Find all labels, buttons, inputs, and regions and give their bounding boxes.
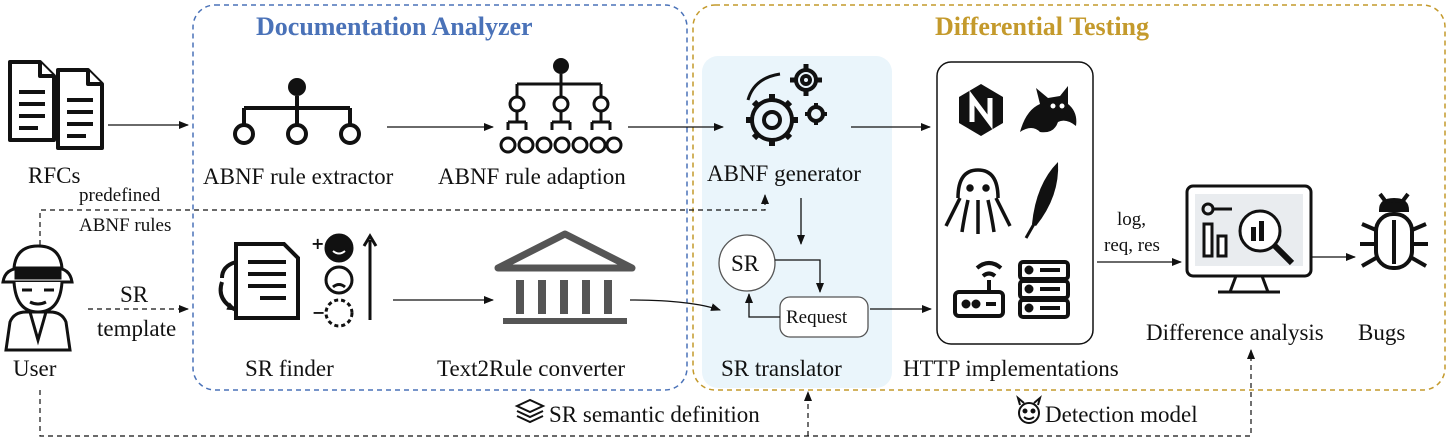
sr-node [718,234,776,292]
text2rule-to-sr-arrow [629,299,721,311]
gears-icon [746,64,827,146]
router-icon [953,261,1005,318]
layers-icon [514,398,546,424]
flow-arrows [108,121,1356,318]
documents-icon [8,60,104,150]
differential-testing-frame [692,4,1446,391]
log-label: log, [1117,209,1147,230]
devil-face-icon [1016,395,1042,424]
user-spy-icon [1,244,74,352]
abnf-rule-adaption-label: ABNF rule adaption [438,164,626,189]
svg-text:−: − [312,303,325,322]
smiley-ranking-icon: + − [311,233,378,328]
documentation-analyzer-frame [192,4,688,391]
sr-input-label: SR [120,282,149,307]
http-implementations-label: HTTP implementations [903,356,1119,381]
sr-translator-panel [702,56,892,388]
sr-finder-label: SR finder [245,356,334,381]
difference-analysis-label: Difference analysis [1146,320,1324,345]
sr-translator-label: SR translator [721,356,842,381]
server-icon [1018,260,1070,319]
document-arrows-icon [218,242,300,320]
expanded-tree-icon [499,58,623,154]
dashed-arrows [39,194,1255,437]
documentation-analyzer-title: Documentation Analyzer [256,12,533,41]
rfcs-label: RFCs [28,163,81,188]
octopus-icon [944,168,1012,234]
classical-building-icon [494,230,636,324]
predefined-label: predefined [79,185,161,206]
detection-model-label: Detection model [1045,402,1198,427]
http-implementations-panel [936,61,1094,345]
user-label: User [13,356,57,381]
abnf-generator-label: ABNF generator [707,161,861,186]
request-node-label: Request [786,307,848,328]
org-tree-icon [233,78,361,145]
abnf-rule-extractor-label: ABNF rule extractor [203,164,394,189]
req-res-label: req, res [1104,235,1160,256]
monitor-analysis-icon [1185,184,1313,294]
tomcat-icon [1020,86,1077,133]
svg-text:+: + [311,234,324,253]
differential-testing-title: Differential Testing [935,12,1150,41]
sr-semantic-definition-label: SR semantic definition [549,402,760,427]
nginx-icon [959,84,1003,136]
abnf-rules-label: ABNF rules [79,215,172,236]
sr-node-label: SR [731,251,760,276]
feather-icon [1024,162,1059,239]
template-label: template [97,316,177,341]
bugs-label: Bugs [1358,320,1406,345]
text2rule-converter-label: Text2Rule converter [437,356,626,381]
bug-icon [1360,192,1428,270]
